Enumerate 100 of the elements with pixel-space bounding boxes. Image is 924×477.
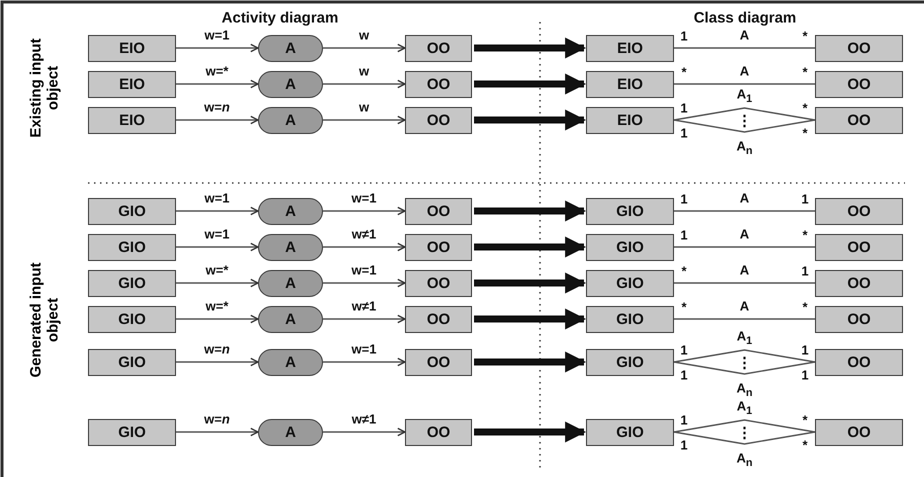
edge-label: A$_{1}$ [736,399,754,417]
action-node: A [258,70,323,98]
edge-label: w≠1 [350,228,378,240]
multiplicity-label: * [802,30,808,42]
object-box: OO [405,418,472,446]
object-box: OO [405,198,472,224]
association-line [674,83,815,85]
transformation-arrow [474,236,586,258]
flow-arrow [176,242,259,252]
edge-label: w=1 [350,342,378,356]
object-box: OO [405,234,472,260]
class-box: OO [815,106,903,134]
multiplicity-label: 1 [680,102,688,114]
multiplicity-label: 1 [680,30,688,42]
section-heading: Existing input object [28,37,62,140]
edge-label: w≠1 [350,412,378,426]
class-box: GIO [586,348,674,376]
flow-arrow [176,80,259,88]
edge-label: w=1 [204,28,230,42]
flow-arrow [323,358,406,366]
edge-label: A [738,264,750,276]
object-box: GIO [88,348,176,376]
flow-arrow [176,314,259,324]
class-box: EIO [586,106,674,134]
object-box: GIO [88,418,176,446]
edge-label: w=1 [350,264,378,276]
transformation-arrow [474,110,586,130]
flow-arrow [323,314,406,324]
ellipsis-mark: ⋮ [737,114,752,128]
action-node: A [258,106,323,134]
column-heading: Class diagram [694,10,796,26]
multiplicity-label: * [681,300,687,314]
flow-arrow [323,428,406,436]
flow-arrow [176,358,259,366]
object-box: OO [405,106,472,134]
column-heading: Activity diagram [222,10,338,26]
flow-arrow [323,278,406,288]
edge-label: A [738,228,750,240]
action-node: A [258,306,323,332]
association-line [674,349,816,363]
multiplicity-label: * [802,228,808,242]
transformation-arrow [474,272,586,294]
action-node: A [258,418,323,446]
edge-label: w=1 [350,192,378,204]
class-box: OO [815,70,903,98]
multiplicity-label: * [802,414,808,426]
flow-arrow [176,428,259,436]
object-box: GIO [88,306,176,332]
class-box: EIO [586,70,674,98]
association-line [674,361,816,375]
edge-label: A [738,28,750,42]
edge-label: w=* [204,264,230,276]
object-box: OO [405,348,472,376]
object-box: GIO [88,198,176,224]
transformation-arrow [474,352,586,372]
flow-arrow [323,206,406,216]
flow-arrow [323,242,406,252]
multiplicity-label: 1 [801,368,809,382]
association-line [674,431,816,445]
edge-label: A$_{n}$ [736,381,754,399]
edge-label: A [738,300,750,312]
class-box: GIO [586,234,674,260]
multiplicity-label: 1 [680,192,688,206]
action-node: A [258,34,323,62]
association-line [674,318,815,320]
multiplicity-label: 1 [680,368,688,382]
edge-label: w=* [204,64,230,78]
object-box: EIO [88,70,176,98]
class-box: GIO [586,306,674,332]
class-box: EIO [586,34,674,62]
flow-arrow [176,278,259,288]
multiplicity-label: 1 [680,344,688,356]
edge-label: A$_{n}$ [736,451,754,469]
flow-arrow [176,116,259,124]
flow-arrow [323,44,406,52]
class-box: OO [815,34,903,62]
multiplicity-label: * [681,264,687,278]
multiplicity-label: 1 [801,344,809,356]
multiplicity-label: 1 [680,438,688,452]
multiplicity-label: 1 [801,264,809,278]
class-box: OO [815,270,903,296]
edge-label: w≠1 [350,300,378,312]
association-line [674,419,816,433]
multiplicity-label: * [802,126,808,140]
edge-label: w=* [204,300,230,312]
multiplicity-label: * [802,102,808,114]
flow-arrow [176,206,259,216]
object-box: OO [405,270,472,296]
association-line [674,246,815,248]
object-box: EIO [88,34,176,62]
action-node: A [258,234,323,260]
transformation-arrow [474,308,586,330]
transformation-arrow [474,38,586,58]
class-box: OO [815,234,903,260]
class-box: GIO [586,418,674,446]
action-node: A [258,270,323,296]
flow-arrow [323,80,406,88]
object-box: GIO [88,234,176,260]
object-box: OO [405,70,472,98]
object-box: EIO [88,106,176,134]
